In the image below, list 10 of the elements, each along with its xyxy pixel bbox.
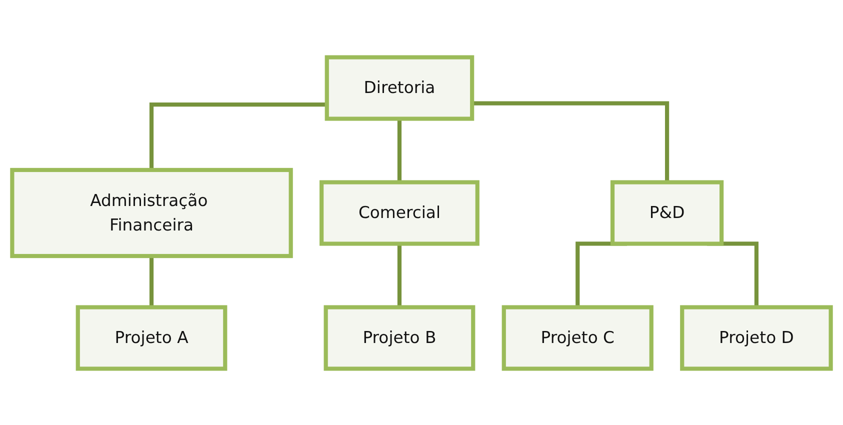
org-unit-box: Administração Financeira xyxy=(10,167,293,258)
org-unit-box: Diretoria xyxy=(324,54,474,120)
org-unit-box: Projeto A xyxy=(76,304,228,370)
org-unit-box: P&D xyxy=(610,180,724,246)
connector xyxy=(149,102,327,170)
org-unit-box: Comercial xyxy=(320,180,480,246)
connector xyxy=(472,100,670,182)
org-unit-box: Projeto B xyxy=(324,304,476,370)
org-unit-box: Projeto C xyxy=(502,304,654,370)
org-unit-box: Projeto D xyxy=(680,304,833,370)
